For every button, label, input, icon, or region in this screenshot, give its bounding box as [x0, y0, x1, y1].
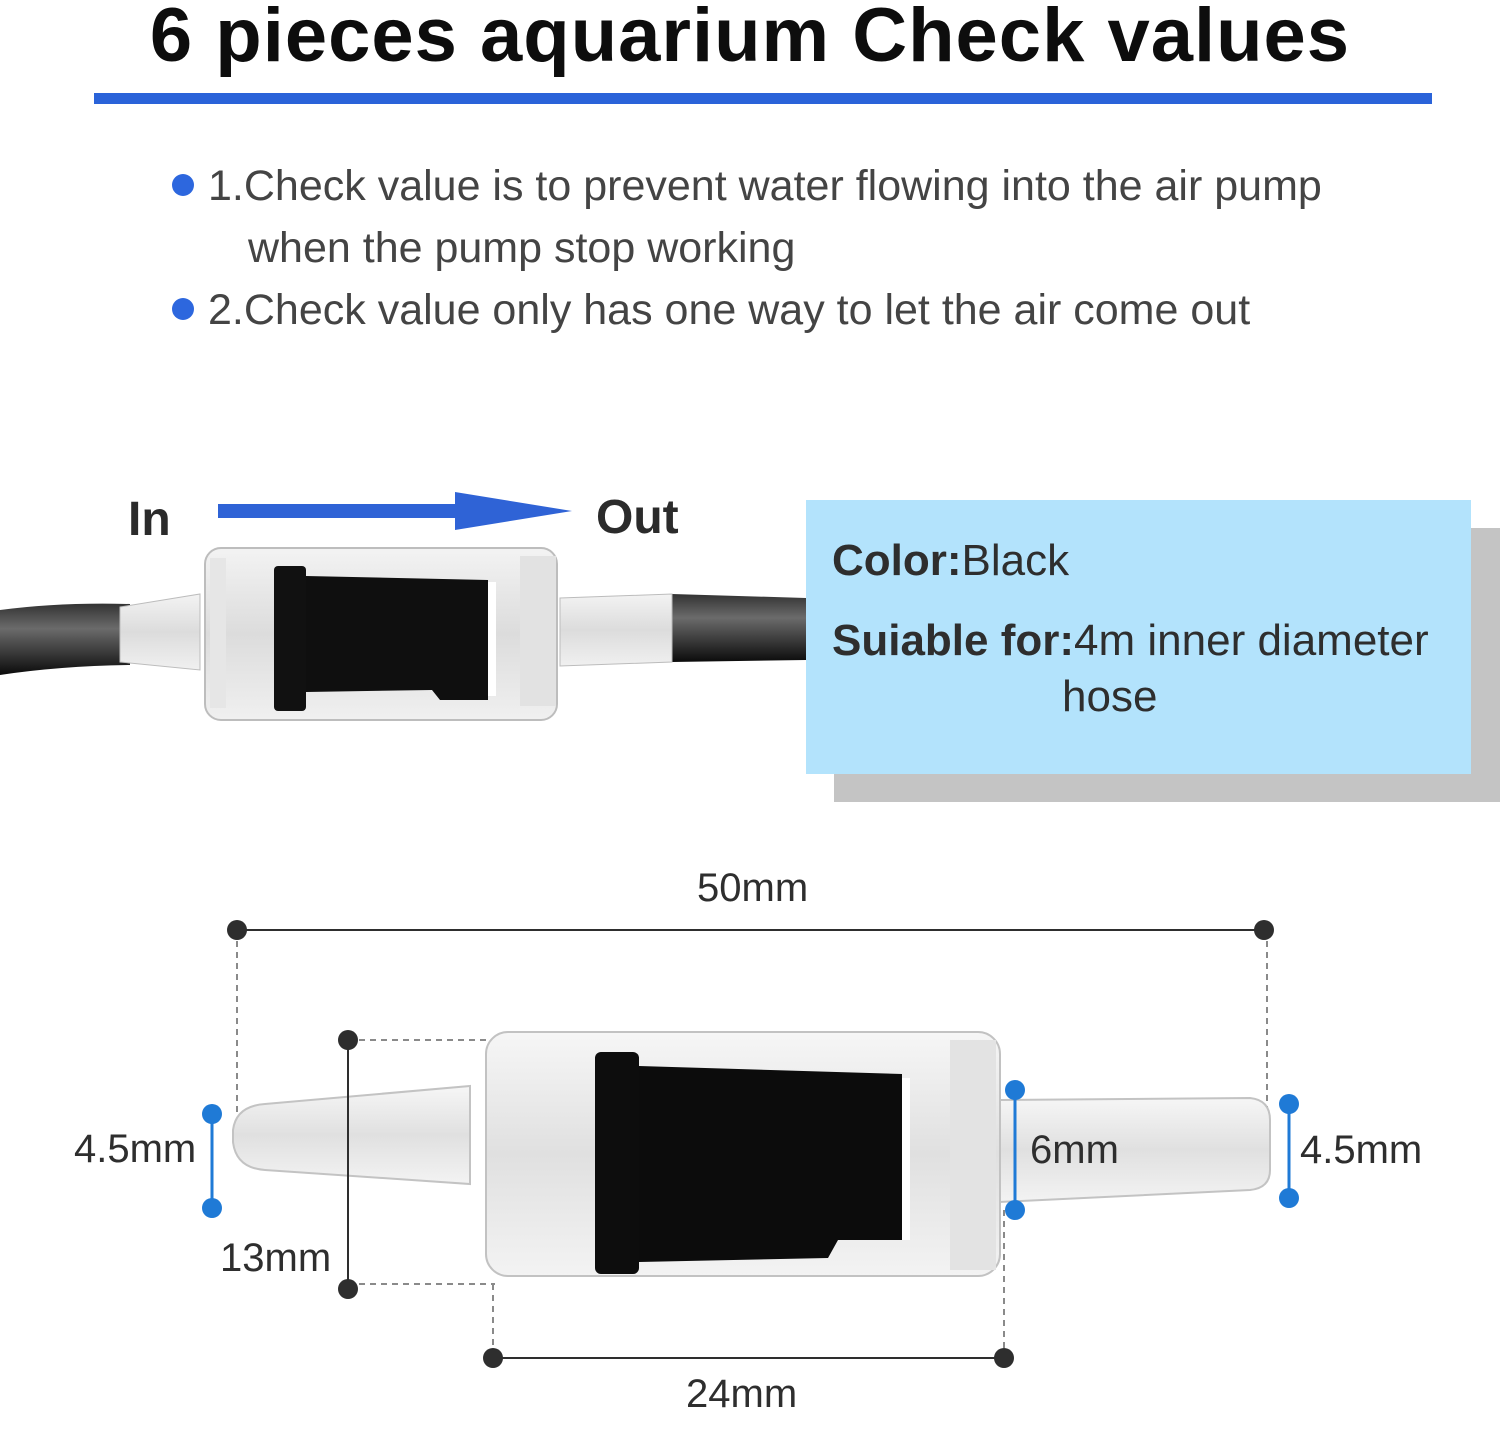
- title-underline: [94, 93, 1432, 104]
- right-tip-diameter-label: 4.5mm: [1300, 1128, 1423, 1172]
- total-length-label: 50mm: [697, 866, 809, 910]
- bullet-2-line-1: 2.Check value only has one way to let th…: [208, 286, 1251, 334]
- bullet-item-1: 1.Check value is to prevent water flowin…: [172, 155, 1322, 279]
- bullet-1-line-2: when the pump stop working: [248, 224, 796, 272]
- right-air-hose: [672, 594, 806, 662]
- flow-in-label: In: [128, 493, 171, 546]
- spec-info-box: Color:Black Suiable for:4m inner diamete…: [806, 500, 1471, 774]
- color-value: Black: [961, 536, 1070, 585]
- suitable-label: Suiable for:: [832, 616, 1075, 665]
- check-valve-photo: [0, 492, 806, 721]
- color-spec: Color:Black: [832, 536, 1069, 586]
- neck-diameter-label: 6mm: [1030, 1128, 1119, 1172]
- flow-arrow-icon: [218, 492, 572, 530]
- bullet-dot-icon: [172, 298, 194, 320]
- page-title: 6 pieces aquarium Check values: [149, 0, 1351, 78]
- suitable-spec: Suiable for:4m inner diameter: [832, 616, 1429, 666]
- suitable-value: 4m inner diameter: [1074, 616, 1429, 665]
- suitable-value-continued: hose: [1062, 672, 1158, 721]
- bullet-1-line-1: 1.Check value is to prevent water flowin…: [208, 162, 1322, 210]
- flow-out-label: Out: [596, 491, 679, 544]
- color-label: Color:: [832, 536, 962, 585]
- bullet-item-2: 2.Check value only has one way to let th…: [172, 279, 1251, 341]
- bullet-dot-icon: [172, 174, 194, 196]
- left-tip-diameter-label: 4.5mm: [74, 1127, 197, 1171]
- body-diameter-label: 13mm: [220, 1236, 332, 1280]
- body-length-label: 24mm: [686, 1372, 798, 1416]
- left-air-hose: [0, 603, 130, 675]
- dimension-diagram: [202, 920, 1299, 1368]
